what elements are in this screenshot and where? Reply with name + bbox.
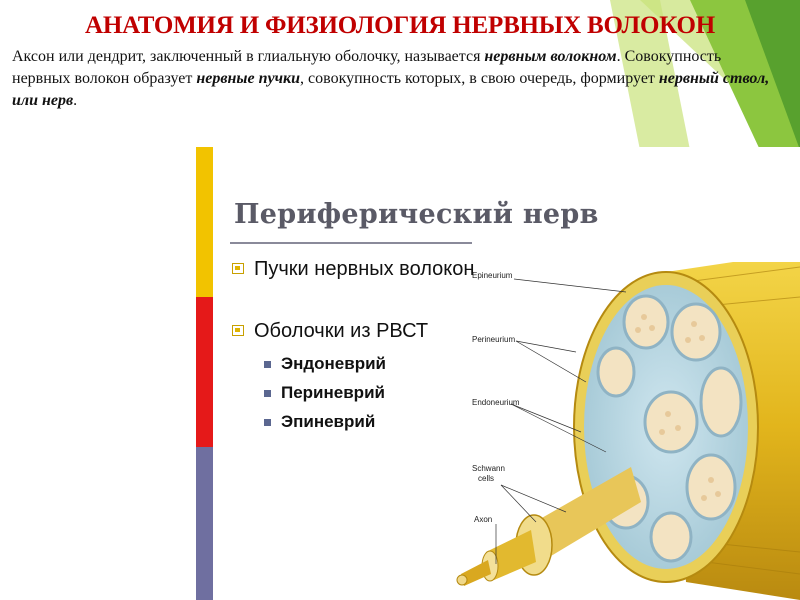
label-axon: Axon	[474, 515, 492, 524]
sub-bullet-square-icon	[264, 361, 271, 368]
nerve-cross-section-illustration: Epineurium Perineurium Endoneurium Schwa…	[456, 262, 800, 600]
intro-term: нервным волокном	[484, 48, 617, 65]
intro-paragraph: Аксон или дендрит, заключенный в глиальн…	[12, 46, 782, 112]
accent-bar-gray	[196, 447, 213, 600]
intro-text: , совокупность которых, в свою очередь, …	[300, 70, 659, 87]
intro-text: .	[73, 92, 78, 109]
intro-term: нервный ствол, или нерв	[12, 70, 770, 109]
intro-text: Аксон или дендрит, заключенный в глиальн…	[12, 48, 485, 65]
title-underline	[230, 242, 472, 244]
intro-text: . Совокупность нервных волокон образует	[12, 48, 722, 87]
bullet-square-icon	[232, 325, 244, 336]
intro-term: нервные пучки	[196, 70, 301, 87]
label-epineurium: Epineurium	[472, 271, 513, 280]
bullet-label: Оболочки из РВСТ	[254, 320, 429, 342]
label-endoneurium: Endoneurium	[472, 398, 520, 407]
sub-bullet-square-icon	[264, 390, 271, 397]
label-schwann: Schwann	[472, 464, 505, 473]
slide-title: АНАТОМИЯ И ФИЗИОЛОГИЯ НЕРВНЫХ ВОЛОКОН	[85, 12, 715, 39]
figure-title: Периферический нерв	[234, 199, 599, 230]
bullet-label: Пучки нервных волокон	[254, 258, 475, 280]
sub-bullet-label: Периневрий	[281, 383, 385, 402]
bullet-square-icon	[232, 263, 244, 274]
accent-bar-red	[196, 297, 213, 447]
label-cells: cells	[478, 474, 494, 483]
label-perineurium: Perineurium	[472, 335, 515, 344]
sub-bullet-label: Эндоневрий	[281, 354, 386, 373]
accent-bar-yellow	[196, 147, 213, 297]
sub-bullet-label: Эпиневрий	[281, 412, 376, 431]
nerve-figure-panel: Периферический нерв Пучки нервных волоко…	[196, 147, 800, 600]
sub-bullet-square-icon	[264, 419, 271, 426]
